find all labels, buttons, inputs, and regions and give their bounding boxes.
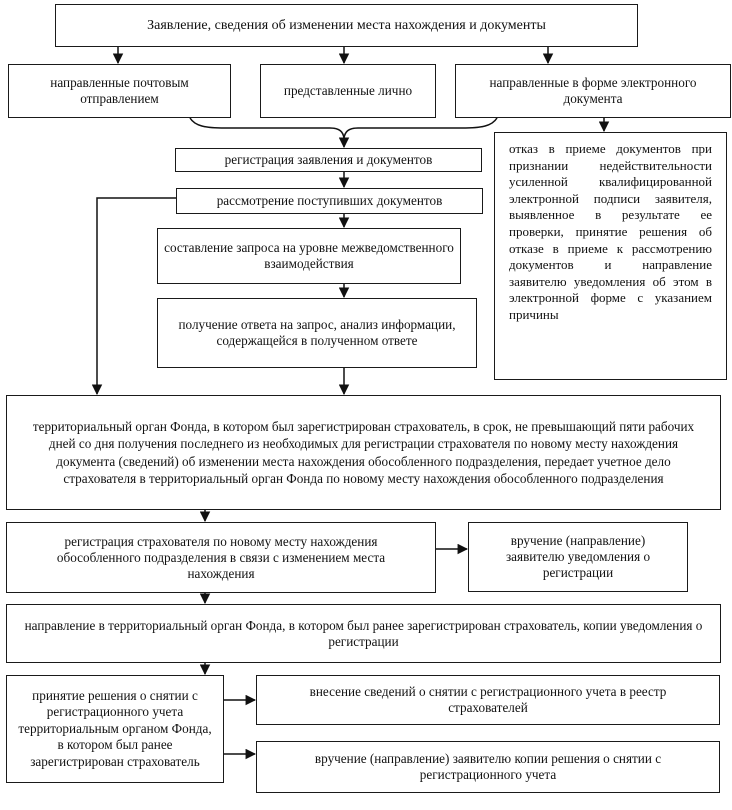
registry-entry-box: внесение сведений о снятии с регистрацио…	[256, 675, 720, 725]
title-box: Заявление, сведения об изменении места н…	[55, 4, 638, 47]
notify-registration-box: вручение (направление) заявителю уведомл…	[468, 522, 688, 592]
refusal-text: отказ в приеме документов при признании …	[509, 141, 712, 322]
refusal-box: отказ в приеме документов при признании …	[494, 132, 727, 380]
transfer-box: территориальный орган Фонда, в котором б…	[6, 395, 721, 510]
response-box: получение ответа на запрос, анализ инфор…	[157, 298, 477, 368]
source-electronic-box: направленные в форме электронного докуме…	[455, 64, 731, 118]
deregistration-decision-text: принятие решения о снятии с регистрацион…	[18, 687, 212, 769]
source-in-person-text: представленные лично	[283, 83, 413, 98]
deliver-copy-text: вручение (направление) заявителю копии р…	[314, 751, 662, 782]
transfer-text: территориальный орган Фонда, в котором б…	[32, 418, 695, 487]
request-box: составление запроса на уровне межведомст…	[157, 228, 461, 284]
title-text: Заявление, сведения об изменении места н…	[147, 17, 546, 33]
review-text: рассмотрение поступивших документов	[216, 193, 443, 208]
source-in-person-box: представленные лично	[260, 64, 436, 118]
source-by-mail-text: направленные почтовым отправлением	[50, 75, 189, 106]
new-registration-box: регистрация страхователя по новому месту…	[6, 522, 436, 593]
registration-text: регистрация заявления и документов	[224, 152, 433, 167]
source-by-mail-box: направленные почтовым отправлением	[8, 64, 231, 118]
new-registration-text: регистрация страхователя по новому месту…	[56, 533, 386, 581]
send-copy-box: направление в территориальный орган Фонд…	[6, 604, 721, 663]
registration-box: регистрация заявления и документов	[175, 148, 482, 172]
deregistration-decision-box: принятие решения о снятии с регистрацион…	[6, 675, 224, 783]
registry-entry-text: внесение сведений о снятии с регистрацио…	[309, 684, 667, 715]
deliver-copy-box: вручение (направление) заявителю копии р…	[256, 741, 720, 793]
source-electronic-text: направленные в форме электронного докуме…	[489, 75, 697, 106]
request-text: составление запроса на уровне межведомст…	[164, 240, 454, 271]
notify-registration-text: вручение (направление) заявителю уведомл…	[505, 533, 651, 580]
review-box: рассмотрение поступивших документов	[176, 188, 483, 214]
send-copy-text: направление в территориальный орган Фонд…	[24, 617, 703, 649]
response-text: получение ответа на запрос, анализ инфор…	[178, 317, 456, 348]
